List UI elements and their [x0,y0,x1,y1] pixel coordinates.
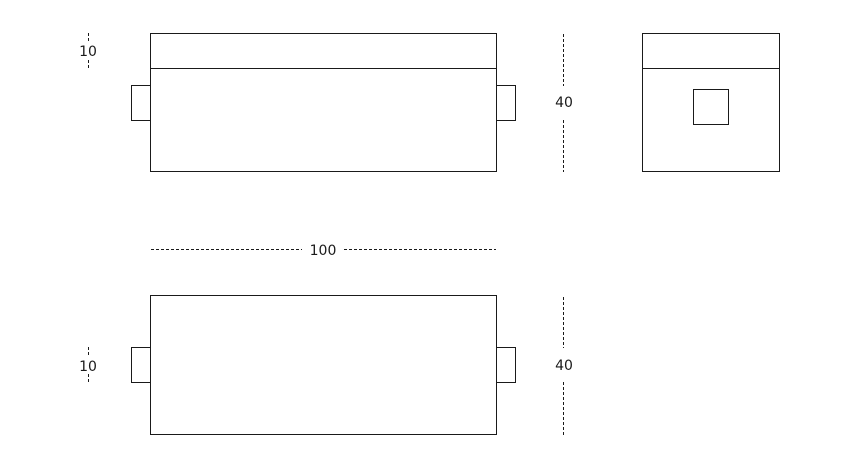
box-body-bottom-outline [150,295,497,435]
dimension-label-length: 100 [310,243,337,259]
dimension-label-height-bottom: 40 [555,358,573,374]
right-handle-bottom [496,347,516,383]
lid-outline [150,33,497,69]
side-lid-outline [642,33,780,69]
box-body-outline [150,68,497,172]
dimension-height-bottom: 40 [555,297,573,435]
side-body-outline [642,68,780,172]
side-view [642,33,780,172]
left-handle [131,85,151,121]
dimension-length: 100 [151,243,496,259]
front-view-with-lid [131,33,516,172]
dimension-lid-height: 10 [79,33,97,68]
dimension-handle-height: 10 [79,347,97,383]
side-handle [693,89,729,125]
right-handle [496,85,516,121]
left-handle-bottom [131,347,151,383]
dimension-label-height-top: 40 [555,95,573,111]
front-view-without-lid [131,295,516,435]
dimension-label-handle-height: 10 [79,359,97,375]
dimension-height-top: 40 [555,34,573,172]
dimension-label-lid-height: 10 [79,44,97,60]
